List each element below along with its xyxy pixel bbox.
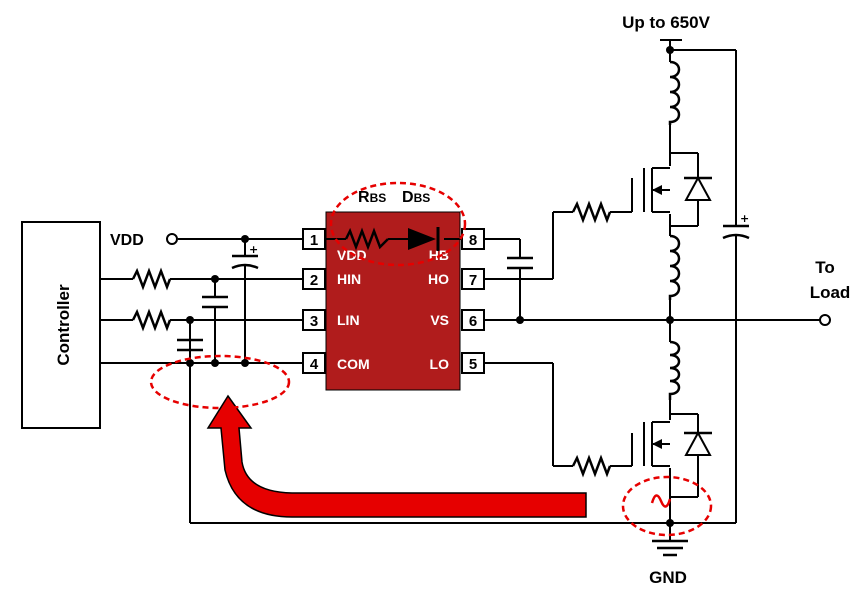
resistor-hin <box>131 267 172 291</box>
pin-hb-name: HB <box>429 247 449 263</box>
pin-ho-name: HO <box>428 271 449 287</box>
pin-com-name: COM <box>337 356 370 372</box>
vdd-terminal <box>166 233 178 245</box>
plus-sign-bulk-cap: + <box>740 212 749 225</box>
diode-dbs <box>408 227 440 251</box>
ground-noise-highlight <box>621 475 713 537</box>
junction-dots <box>186 46 674 527</box>
vdd-label: VDD <box>110 232 144 249</box>
load-label: Load <box>810 283 851 302</box>
ground-noise-icon <box>650 494 672 508</box>
pin-lin-name: LIN <box>337 312 360 328</box>
controller-label: Controller <box>54 284 73 366</box>
mosfet-high-side <box>652 175 712 201</box>
bootstrap-highlight <box>329 181 467 267</box>
ground-symbol <box>652 539 688 557</box>
right-pins <box>461 228 485 374</box>
com-ground-highlight <box>149 354 291 410</box>
capacitors <box>177 224 750 352</box>
pin-7-number: 7 <box>469 272 477 289</box>
inductor-mid-high <box>668 234 681 300</box>
pin-lo-name: LO <box>430 356 450 372</box>
pin-hin-name: HIN <box>337 271 361 287</box>
resistors <box>131 200 612 478</box>
resistor-rbs <box>344 227 389 251</box>
resistor-lin <box>131 308 172 332</box>
gnd-label: GND <box>649 568 687 587</box>
resistor-ho <box>571 200 612 224</box>
mosfet-low-side <box>652 430 712 456</box>
pin-1-number: 1 <box>310 232 318 249</box>
load-terminal <box>819 314 831 326</box>
inductors <box>668 60 681 400</box>
ground-bounce-arrow <box>206 394 587 518</box>
inductor-mid-low <box>668 340 681 400</box>
pin-6-number: 6 <box>469 313 477 330</box>
plus-sign-vdd-cap: + <box>249 243 258 256</box>
pin-5-number: 5 <box>469 356 477 373</box>
controller-block <box>21 221 101 429</box>
to-label: To <box>815 258 835 277</box>
pin-8-number: 8 <box>469 232 477 249</box>
inductor-top <box>668 60 681 125</box>
rbs-label: RBS <box>358 189 386 206</box>
resistor-lo <box>571 454 612 478</box>
left-pins <box>302 228 326 374</box>
supply-label: Up to 650V <box>622 13 711 32</box>
pin-3-number: 3 <box>310 313 318 330</box>
highlight-ellipses <box>149 181 713 537</box>
dbs-label: DBS <box>402 189 430 206</box>
pin-2-number: 2 <box>310 272 318 289</box>
pin-vs-name: VS <box>430 312 449 328</box>
pin-4-number: 4 <box>310 356 319 373</box>
